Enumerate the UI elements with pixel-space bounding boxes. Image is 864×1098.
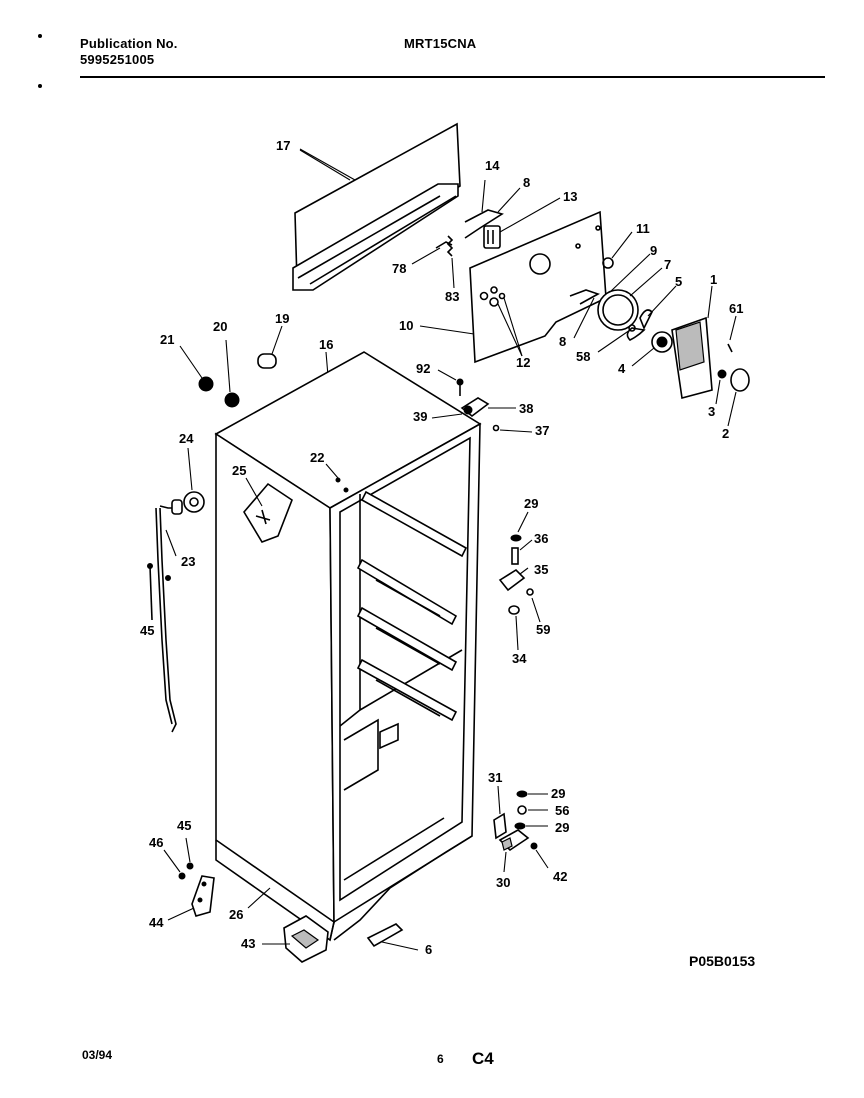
part-bracket-14 bbox=[464, 179, 504, 239]
part-lower-hinge-stack bbox=[493, 785, 549, 873]
part-freezer-divider bbox=[292, 122, 461, 291]
punch-mark-bottom bbox=[38, 84, 42, 88]
callout-25: 25 bbox=[232, 463, 247, 478]
callout-8-mid: 8 bbox=[559, 334, 567, 349]
callout-56: 56 bbox=[555, 803, 570, 818]
footer-section: C4 bbox=[472, 1049, 494, 1068]
part-24-grommet bbox=[183, 447, 205, 513]
callout-78: 78 bbox=[392, 261, 407, 276]
callout-61: 61 bbox=[729, 301, 744, 316]
callout-19: 19 bbox=[275, 311, 290, 326]
callout-58: 58 bbox=[576, 349, 591, 364]
callout-22: 22 bbox=[310, 450, 325, 465]
callout-83: 83 bbox=[445, 289, 460, 304]
model-number: MRT15CNA bbox=[404, 36, 477, 51]
part-lower-left-hinge bbox=[163, 837, 215, 921]
callout-3: 3 bbox=[708, 404, 716, 419]
part-cabinet bbox=[214, 351, 482, 942]
callout-20: 20 bbox=[213, 319, 228, 334]
callout-37: 37 bbox=[535, 423, 550, 438]
callout-5: 5 bbox=[675, 274, 683, 289]
callout-45-left: 45 bbox=[140, 623, 155, 638]
part-45-clip bbox=[147, 563, 171, 621]
part-43-leg bbox=[262, 915, 329, 963]
part-damper-13 bbox=[483, 197, 561, 249]
callout-44: 44 bbox=[149, 915, 164, 930]
callout-36: 36 bbox=[534, 531, 549, 546]
callout-59: 59 bbox=[536, 622, 551, 637]
callout-92: 92 bbox=[416, 361, 431, 376]
part-upper-hinge-stack bbox=[498, 511, 541, 651]
header-rule bbox=[80, 76, 825, 78]
callout-34: 34 bbox=[512, 651, 527, 666]
callout-1: 1 bbox=[710, 272, 718, 287]
part-fan-motor bbox=[631, 331, 673, 367]
callout-29-lower-a: 29 bbox=[551, 786, 566, 801]
callout-10: 10 bbox=[399, 318, 414, 333]
callout-31: 31 bbox=[488, 770, 503, 785]
figure-code: P05B0153 bbox=[689, 953, 756, 969]
part-21 bbox=[179, 345, 214, 392]
callout-46: 46 bbox=[149, 835, 164, 850]
footer-page: 6 bbox=[437, 1052, 444, 1066]
callout-4: 4 bbox=[618, 361, 626, 376]
callout-26: 26 bbox=[229, 907, 244, 922]
callout-42: 42 bbox=[553, 869, 568, 884]
callout-38: 38 bbox=[519, 401, 534, 416]
part-6-kickplate bbox=[366, 923, 419, 951]
callout-7: 7 bbox=[664, 257, 672, 272]
callout-39: 39 bbox=[413, 409, 428, 424]
part-screw-78 bbox=[411, 241, 453, 265]
callout-14: 14 bbox=[485, 158, 500, 173]
part-23-drain-tube bbox=[155, 499, 183, 733]
callout-43: 43 bbox=[241, 936, 256, 951]
part-fan-motor-bracket bbox=[569, 253, 663, 339]
callout-24: 24 bbox=[179, 431, 194, 446]
publication-label: Publication No. bbox=[80, 36, 178, 51]
callout-35: 35 bbox=[534, 562, 549, 577]
callout-12: 12 bbox=[516, 355, 531, 370]
callout-21: 21 bbox=[160, 332, 175, 347]
part-control-knob bbox=[727, 368, 750, 427]
callout-8-top: 8 bbox=[523, 175, 531, 190]
callout-11: 11 bbox=[636, 221, 650, 236]
callout-45-bottom: 45 bbox=[177, 818, 192, 833]
callout-13: 13 bbox=[563, 189, 578, 204]
part-spring-83 bbox=[446, 235, 455, 289]
callout-17: 17 bbox=[276, 138, 291, 153]
part-top-hinge bbox=[431, 369, 533, 433]
publication-number: 5995251005 bbox=[80, 52, 155, 67]
part-evaporator-cover bbox=[419, 210, 607, 364]
part-control-housing bbox=[671, 285, 713, 400]
callout-30: 30 bbox=[496, 875, 511, 890]
callout-29-lower-b: 29 bbox=[555, 820, 570, 835]
footer-date: 03/94 bbox=[82, 1048, 113, 1062]
callout-23: 23 bbox=[181, 554, 196, 569]
callout-6: 6 bbox=[425, 942, 433, 957]
callout-9: 9 bbox=[650, 243, 658, 258]
punch-mark-top bbox=[38, 34, 42, 38]
callout-29-upper: 29 bbox=[524, 496, 539, 511]
callout-16: 16 bbox=[319, 337, 334, 352]
part-19 bbox=[257, 325, 283, 369]
part-25-panel bbox=[243, 477, 293, 543]
callout-2: 2 bbox=[722, 426, 730, 441]
part-20 bbox=[224, 339, 240, 408]
